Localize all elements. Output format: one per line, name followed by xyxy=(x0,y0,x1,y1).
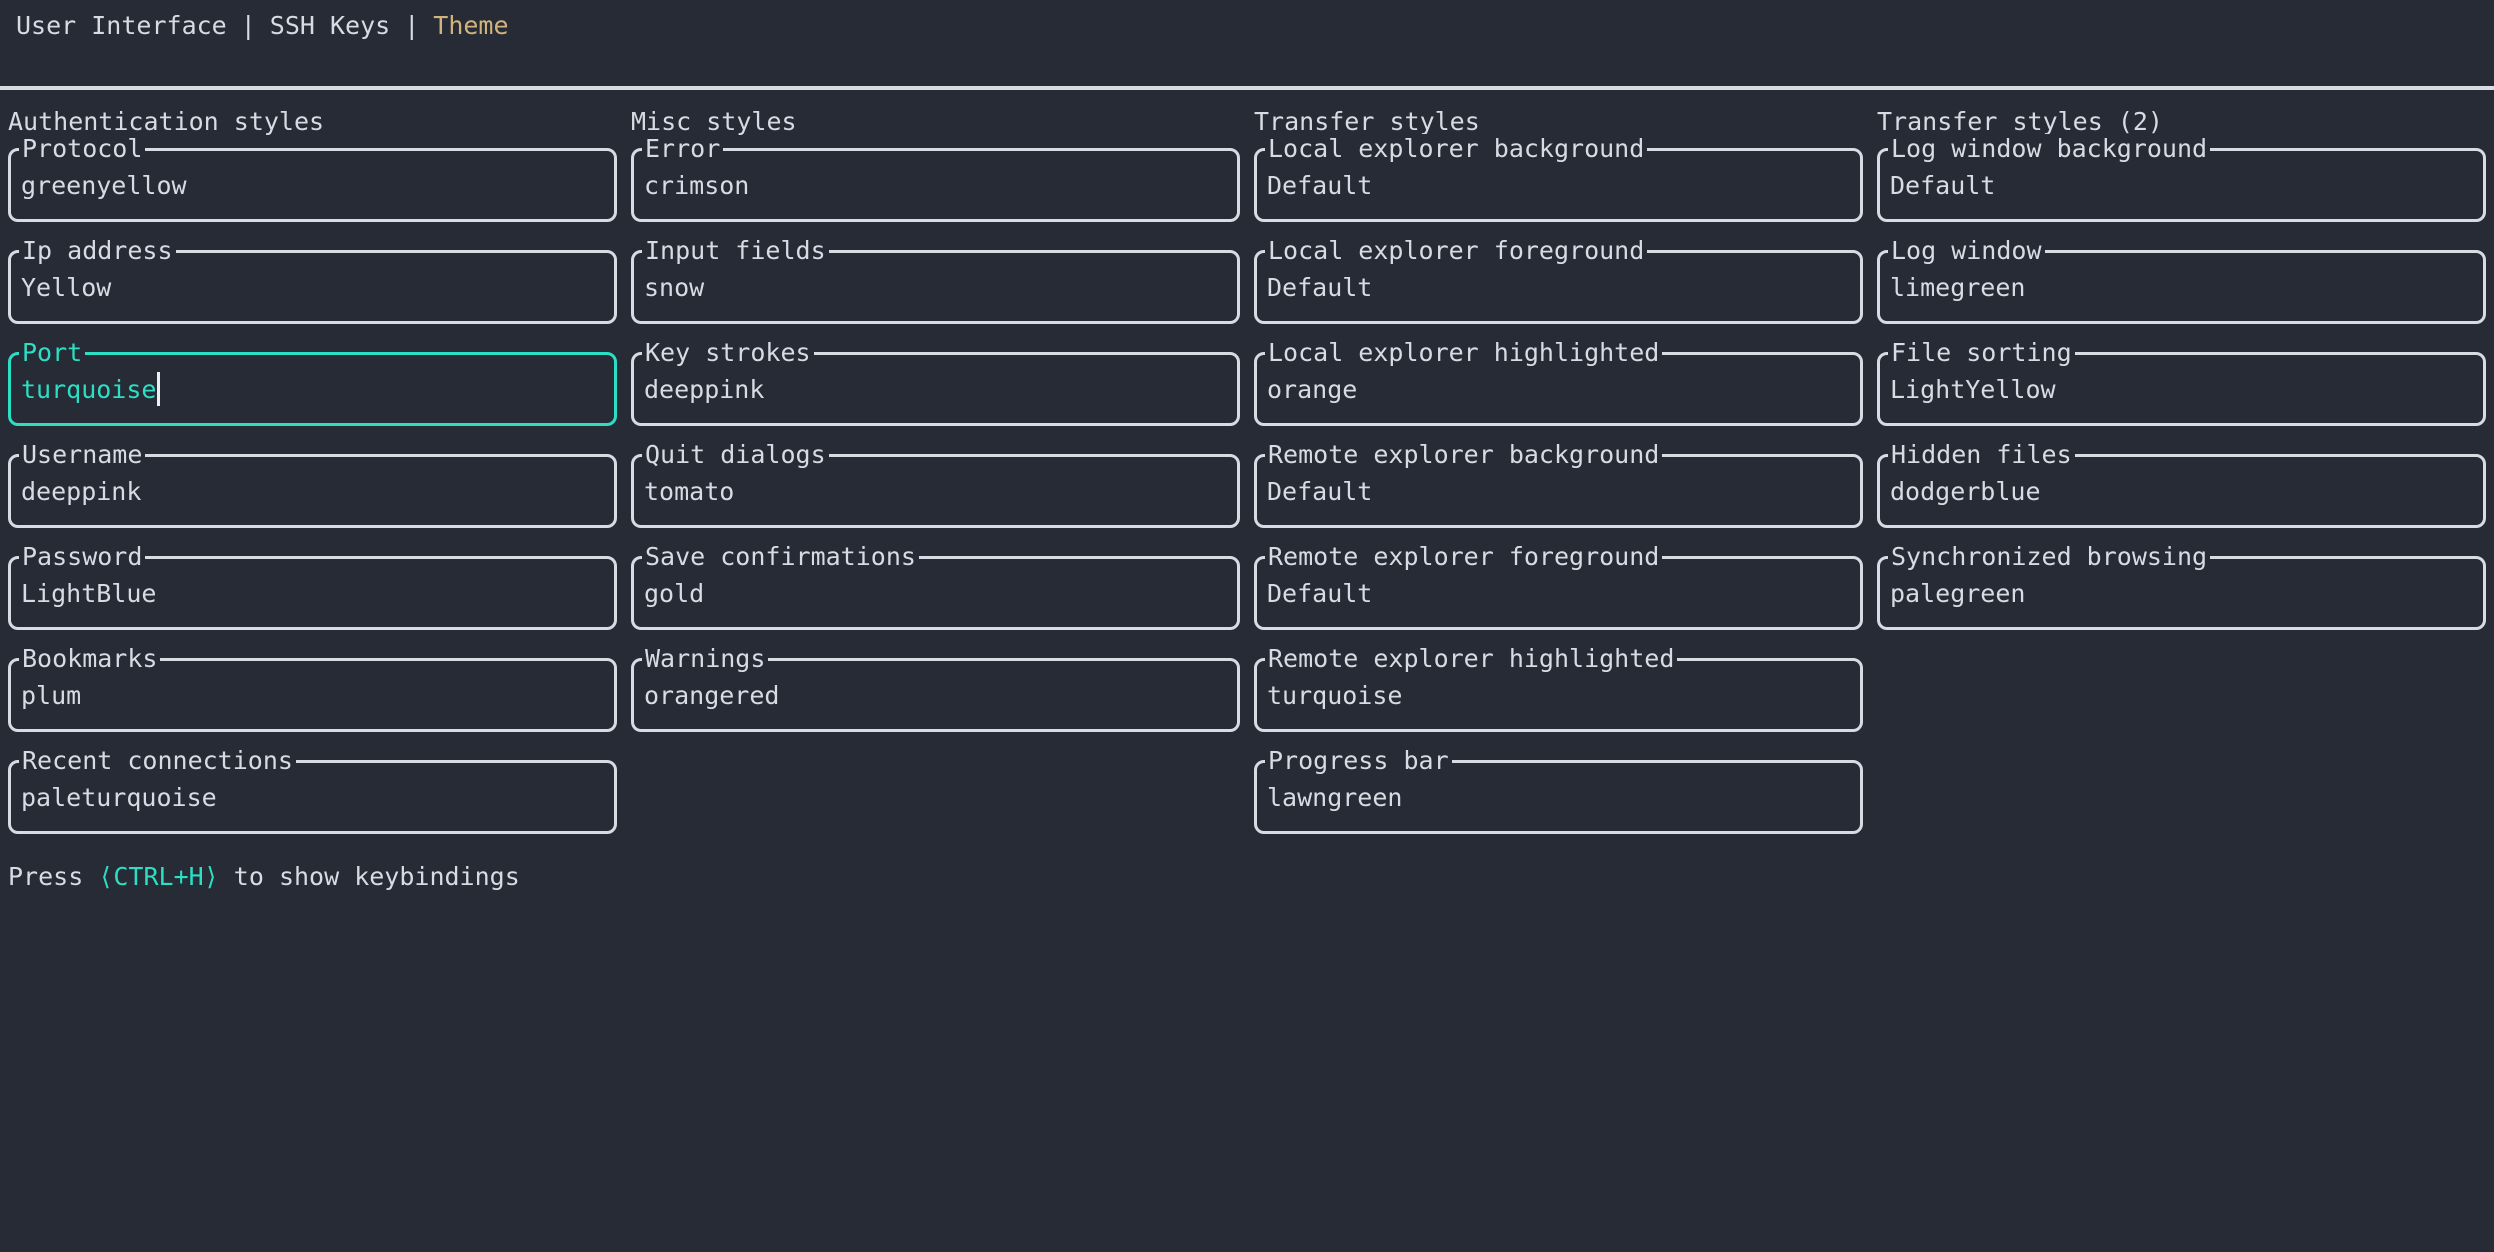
field-label: Remote explorer highlighted xyxy=(1265,644,1678,674)
field-value: turquoise xyxy=(21,374,157,404)
field-value: limegreen xyxy=(1890,272,2026,302)
field-label: Log window background xyxy=(1888,134,2211,164)
field-label: Ip address xyxy=(19,236,176,266)
field-log-window[interactable]: Log window limegreen xyxy=(1877,236,2486,324)
field-remote-explorer-highlighted[interactable]: Remote explorer highlighted turquoise xyxy=(1254,644,1863,732)
column-misc-styles: Misc styles Error crimson Input fields s… xyxy=(631,90,1240,760)
field-value: deeppink xyxy=(21,476,142,506)
field-synchronized-browsing[interactable]: Synchronized browsing palegreen xyxy=(1877,542,2486,630)
field-label: Progress bar xyxy=(1265,746,1452,776)
field-username[interactable]: Username deeppink xyxy=(8,440,617,528)
field-hidden-files[interactable]: Hidden files dodgerblue xyxy=(1877,440,2486,528)
field-value: LightYellow xyxy=(1890,374,2056,404)
keybinding-hint: ⟨CTRL+H⟩ xyxy=(98,862,219,891)
field-input-fields[interactable]: Input fields snow xyxy=(631,236,1240,324)
field-file-sorting[interactable]: File sorting LightYellow xyxy=(1877,338,2486,426)
field-value: LightBlue xyxy=(21,578,157,608)
field-local-explorer-foreground[interactable]: Local explorer foreground Default xyxy=(1254,236,1863,324)
field-label: Save confirmations xyxy=(642,542,919,572)
field-local-explorer-background[interactable]: Local explorer background Default xyxy=(1254,134,1863,222)
field-local-explorer-highlighted[interactable]: Local explorer highlighted orange xyxy=(1254,338,1863,426)
field-remote-explorer-background[interactable]: Remote explorer background Default xyxy=(1254,440,1863,528)
field-label: Bookmarks xyxy=(19,644,161,674)
field-label: Recent connections xyxy=(19,746,296,776)
field-value: orangered xyxy=(644,680,780,710)
field-label: Local explorer highlighted xyxy=(1265,338,1663,368)
field-value: orange xyxy=(1267,374,1358,404)
field-error[interactable]: Error crimson xyxy=(631,134,1240,222)
field-value: crimson xyxy=(644,170,750,200)
field-label: Error xyxy=(642,134,724,164)
field-value: turquoise xyxy=(1267,680,1403,710)
field-value: Default xyxy=(1890,170,1996,200)
field-label: Password xyxy=(19,542,146,572)
tab-bar: User Interface | SSH Keys | Theme xyxy=(0,0,2494,86)
column-title: Authentication styles xyxy=(8,107,325,136)
field-label: Protocol xyxy=(19,134,146,164)
field-value: plum xyxy=(21,680,82,710)
field-value: palegreen xyxy=(1890,578,2026,608)
field-value: dodgerblue xyxy=(1890,476,2041,506)
field-label: Hidden files xyxy=(1888,440,2075,470)
field-value: Default xyxy=(1267,578,1373,608)
theme-settings-panel: Authentication styles Protocol greenyell… xyxy=(0,90,2494,862)
status-text-suffix: to show keybindings xyxy=(218,862,520,891)
field-recent-connections[interactable]: Recent connections paleturquoise xyxy=(8,746,617,834)
field-value: Default xyxy=(1267,170,1373,200)
field-port[interactable]: Port turquoise xyxy=(8,338,617,426)
column-transfer-styles-2: Transfer styles (2) Log window backgroun… xyxy=(1877,90,2486,658)
field-progress-bar[interactable]: Progress bar lawngreen xyxy=(1254,746,1863,834)
column-title: Misc styles xyxy=(631,107,797,136)
field-value: deeppink xyxy=(644,374,765,404)
field-label: Local explorer foreground xyxy=(1265,236,1648,266)
field-log-window-background[interactable]: Log window background Default xyxy=(1877,134,2486,222)
tab-separator: | xyxy=(240,11,256,40)
field-remote-explorer-foreground[interactable]: Remote explorer foreground Default xyxy=(1254,542,1863,630)
status-text-prefix: Press xyxy=(8,862,99,891)
field-save-confirmations[interactable]: Save confirmations gold xyxy=(631,542,1240,630)
field-label: Port xyxy=(19,338,86,368)
field-label: Input fields xyxy=(642,236,829,266)
field-bookmarks[interactable]: Bookmarks plum xyxy=(8,644,617,732)
column-authentication-styles: Authentication styles Protocol greenyell… xyxy=(8,90,617,862)
field-key-strokes[interactable]: Key strokes deeppink xyxy=(631,338,1240,426)
field-label: File sorting xyxy=(1888,338,2075,368)
tab-theme[interactable]: Theme xyxy=(433,11,509,40)
column-title: Transfer styles xyxy=(1254,107,1480,136)
tab-ssh-keys[interactable]: SSH Keys xyxy=(269,11,391,40)
field-value: Yellow xyxy=(21,272,112,302)
field-value: Default xyxy=(1267,272,1373,302)
field-label: Synchronized browsing xyxy=(1888,542,2211,572)
field-label: Remote explorer foreground xyxy=(1265,542,1663,572)
field-value: paleturquoise xyxy=(21,782,217,812)
field-ip-address[interactable]: Ip address Yellow xyxy=(8,236,617,324)
field-password[interactable]: Password LightBlue xyxy=(8,542,617,630)
field-warnings[interactable]: Warnings orangered xyxy=(631,644,1240,732)
field-label: Local explorer background xyxy=(1265,134,1648,164)
tab-bar-underline xyxy=(0,86,2494,90)
field-value: greenyellow xyxy=(21,170,187,200)
tab-separator: | xyxy=(404,11,420,40)
status-bar: Press ⟨CTRL+H⟩ to show keybindings xyxy=(0,862,2494,892)
field-protocol[interactable]: Protocol greenyellow xyxy=(8,134,617,222)
field-label: Quit dialogs xyxy=(642,440,829,470)
column-title: Transfer styles (2) xyxy=(1877,107,2163,136)
field-quit-dialogs[interactable]: Quit dialogs tomato xyxy=(631,440,1240,528)
field-value: lawngreen xyxy=(1267,782,1403,812)
field-label: Key strokes xyxy=(642,338,814,368)
field-value: snow xyxy=(644,272,705,302)
field-label: Remote explorer background xyxy=(1265,440,1663,470)
field-value: tomato xyxy=(644,476,735,506)
tab-user-interface[interactable]: User Interface xyxy=(16,11,227,40)
field-value: gold xyxy=(644,578,705,608)
field-value: Default xyxy=(1267,476,1373,506)
field-label: Log window xyxy=(1888,236,2045,266)
column-transfer-styles: Transfer styles Local explorer backgroun… xyxy=(1254,90,1863,862)
text-cursor xyxy=(157,372,161,406)
field-label: Username xyxy=(19,440,146,470)
field-label: Warnings xyxy=(642,644,769,674)
